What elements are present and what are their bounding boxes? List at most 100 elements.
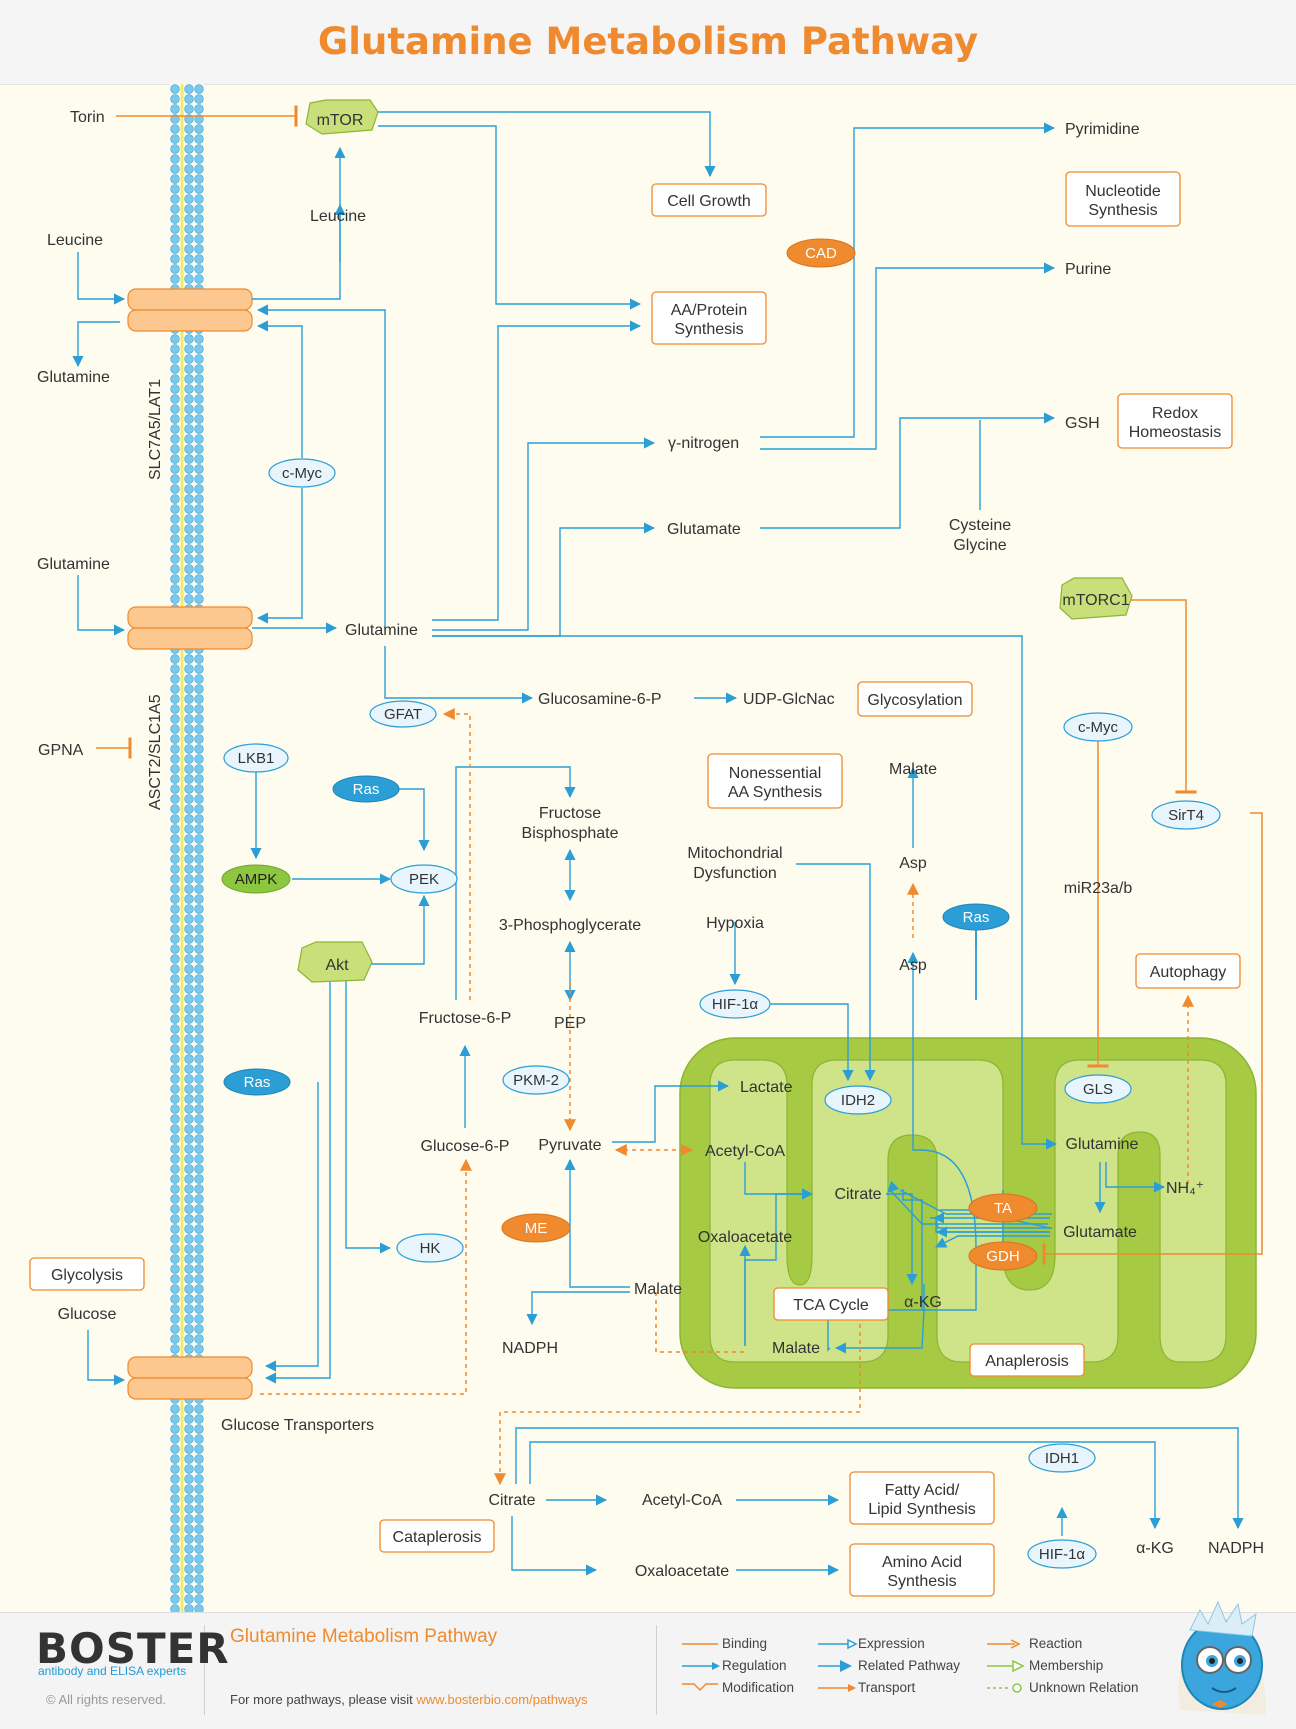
mito-dys-label-2: Dysfunction	[693, 865, 777, 882]
mitochondrion	[679, 1037, 1257, 1389]
fatty-label-2: Lipid Synthesis	[868, 1501, 976, 1518]
ta-ellipse[interactable]	[968, 1193, 1038, 1223]
autophagy-box[interactable]	[1135, 953, 1241, 989]
glycosylation-box[interactable]	[857, 681, 973, 717]
lkb1-label: LKB1	[238, 750, 275, 767]
mtor-label: mTOR	[317, 112, 364, 129]
ras1-ellipse[interactable]	[332, 775, 400, 803]
akg-c-label: α-KG	[1136, 1540, 1174, 1557]
pkm2-ellipse[interactable]	[502, 1065, 570, 1095]
glycolysis-box[interactable]	[29, 1257, 145, 1291]
pkm2-label: PKM-2	[513, 1072, 559, 1089]
nonessential-label-2: AA Synthesis	[728, 784, 822, 801]
cataplerosis-box[interactable]	[379, 1519, 495, 1553]
pek-ellipse[interactable]	[390, 864, 458, 894]
ras2-ellipse[interactable]	[223, 1068, 291, 1096]
glucose-label: Glucose	[58, 1306, 117, 1323]
leucine-in-label: Leucine	[310, 208, 366, 225]
cell-growth-box[interactable]	[651, 183, 767, 217]
fbp-label-1: Fructose	[539, 805, 601, 822]
legend-related-pathway: Related Pathway	[858, 1658, 961, 1673]
glycine-label: Glycine	[953, 537, 1006, 554]
me-ellipse[interactable]	[501, 1213, 571, 1243]
hk-ellipse[interactable]	[396, 1233, 464, 1263]
gdh-ellipse[interactable]	[968, 1241, 1038, 1271]
page-title: Glutamine Metabolism Pathway	[317, 20, 979, 63]
citrate-m-label: Citrate	[834, 1186, 881, 1203]
lat1-transporter	[127, 288, 253, 332]
visit-prefix: For more pathways, please visit	[230, 1692, 417, 1707]
fatty-box[interactable]	[849, 1471, 995, 1525]
brand-tagline: antibody and ELISA experts	[38, 1664, 187, 1678]
gfat-ellipse[interactable]	[369, 700, 437, 728]
cmyc1-ellipse[interactable]	[268, 458, 336, 488]
mito-dys-label-1: Mitochondrial	[687, 845, 782, 862]
gfat-label: GFAT	[384, 706, 422, 723]
lkb1-ellipse[interactable]	[223, 743, 289, 773]
sirt4-ellipse[interactable]	[1151, 800, 1221, 830]
ampk-label: AMPK	[235, 871, 278, 888]
hif2-ellipse[interactable]	[1027, 1539, 1097, 1569]
amino-label-1: Amino Acid	[882, 1554, 962, 1571]
citrate-c-label: Citrate	[488, 1492, 535, 1509]
aa-protein-label-2: Synthesis	[674, 321, 743, 338]
glutamine-out2-label: Glutamine	[37, 556, 110, 573]
nh4-label: NH₄⁺	[1166, 1180, 1204, 1197]
redox-box[interactable]	[1117, 393, 1233, 449]
legend-regulation: Regulation	[722, 1658, 787, 1673]
akt-shape[interactable]	[297, 941, 373, 983]
tca-box[interactable]	[773, 1287, 889, 1321]
orange-edges	[96, 105, 1263, 1265]
acetylcoa-c-label: Acetyl-CoA	[642, 1492, 722, 1509]
pyrimidine-label: Pyrimidine	[1065, 121, 1140, 138]
akg-m-label: α-KG	[904, 1294, 942, 1311]
cad-label: CAD	[805, 245, 837, 262]
pathway-diagram: SLC7A5/LAT1 ASCT2/SLC1A5	[29, 84, 1264, 1612]
ras1-label: Ras	[353, 781, 380, 798]
idh2-label: IDH2	[841, 1092, 875, 1109]
idh1-label: IDH1	[1045, 1450, 1079, 1467]
idh2-ellipse[interactable]	[824, 1085, 892, 1115]
cmyc2-ellipse[interactable]	[1063, 712, 1133, 742]
pek-label: PEK	[409, 871, 439, 888]
pg3-label: 3-Phosphoglycerate	[499, 917, 641, 934]
nadph2-label: NADPH	[1208, 1540, 1264, 1557]
ras3-ellipse[interactable]	[942, 903, 1010, 931]
cad-ellipse[interactable]	[786, 238, 856, 268]
asct2-label: ASCT2/SLC1A5	[147, 694, 164, 810]
aa-protein-box[interactable]	[651, 291, 767, 345]
g6p-label: Glucose-6-P	[421, 1138, 510, 1155]
fbp-label-2: Bisphosphate	[522, 825, 619, 842]
ampk-ellipse[interactable]	[221, 864, 291, 894]
glucosamine-label: Glucosamine-6-P	[538, 691, 662, 708]
mtor-shape[interactable]	[305, 99, 379, 135]
hif2-label: HIF-1α	[1039, 1546, 1086, 1563]
oaa-c-label: Oxaloacetate	[635, 1563, 729, 1580]
malate-m-label: Malate	[772, 1340, 820, 1357]
glutamate-m-label: Glutamate	[1063, 1224, 1137, 1241]
redox-label-1: Redox	[1152, 405, 1198, 422]
mtorc1-shape[interactable]	[1059, 577, 1133, 620]
amino-label-2: Synthesis	[887, 1573, 956, 1590]
anaplerosis-box[interactable]	[969, 1343, 1085, 1377]
copyright: © All rights reserved.	[46, 1692, 167, 1707]
pathways-link[interactable]: www.bosterbio.com/pathways	[416, 1692, 588, 1707]
asp1-label: Asp	[899, 855, 927, 872]
hk-label: HK	[420, 1240, 441, 1257]
idh1-ellipse[interactable]	[1028, 1443, 1096, 1473]
footer-divider	[204, 1625, 205, 1715]
aa-protein-label-1: AA/Protein	[671, 302, 747, 319]
gls-label: GLS	[1083, 1081, 1113, 1098]
legend-expression: Expression	[858, 1636, 925, 1651]
acetylcoa-m-label: Acetyl-CoA	[705, 1143, 785, 1160]
ras3-label: Ras	[963, 909, 990, 926]
mascot-icon	[1178, 1600, 1266, 1715]
amino-box[interactable]	[849, 1543, 995, 1597]
nucleotide-label-1: Nucleotide	[1085, 183, 1161, 200]
purine-label: Purine	[1065, 261, 1111, 278]
hif1-ellipse[interactable]	[699, 989, 771, 1019]
tca-label: TCA Cycle	[793, 1297, 869, 1314]
nonessential-box[interactable]	[707, 753, 843, 809]
nucleotide-box[interactable]	[1065, 171, 1181, 227]
gls-ellipse[interactable]	[1064, 1074, 1132, 1104]
